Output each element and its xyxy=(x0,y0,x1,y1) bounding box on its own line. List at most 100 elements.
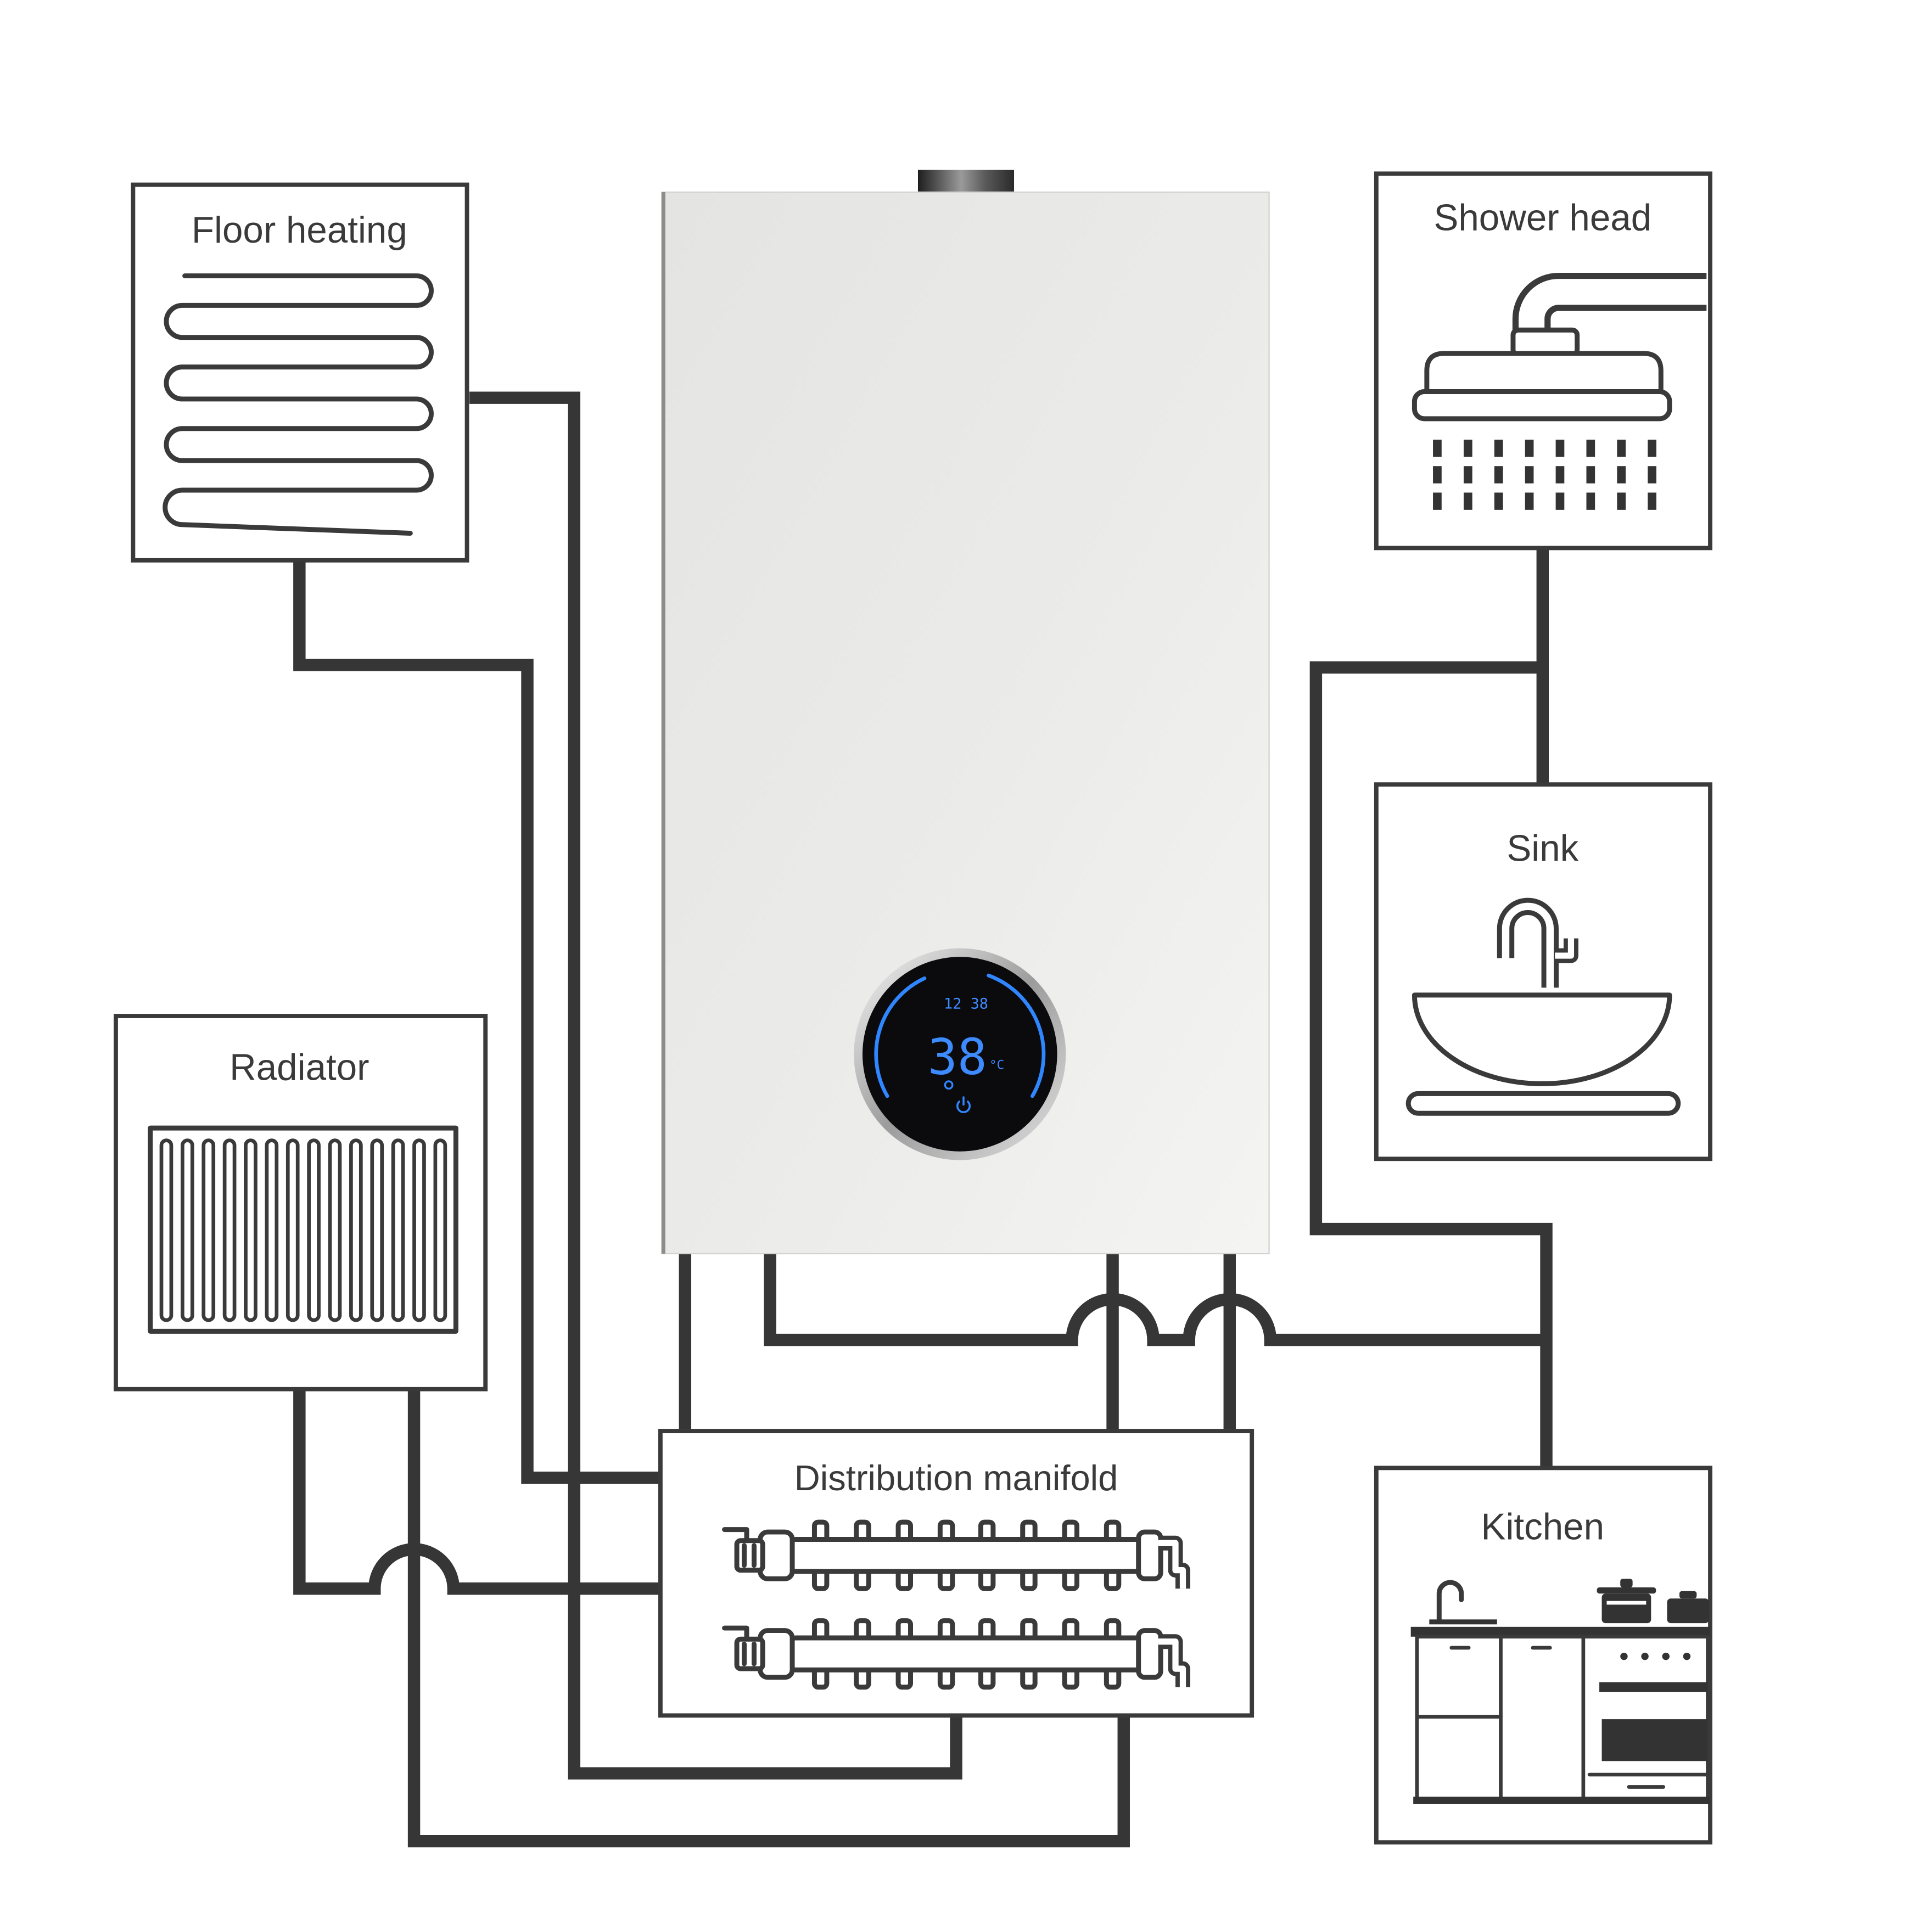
display-arc-left xyxy=(874,976,927,1098)
radiator-fin xyxy=(412,1138,426,1322)
kitchen-plinth xyxy=(1413,1797,1711,1804)
radiator-icon xyxy=(148,1125,458,1334)
sink-node: Sink xyxy=(1374,782,1712,1161)
shower-node: Shower head xyxy=(1374,171,1712,551)
radiator-label: Radiator xyxy=(229,1047,369,1088)
manifold-left-valve xyxy=(734,1636,765,1671)
underfloor-coil-icon xyxy=(163,273,434,536)
manifold-drain-elbow-inner xyxy=(1158,1540,1186,1589)
manifold-tube xyxy=(786,1635,1146,1672)
water-drop xyxy=(1555,439,1565,457)
shower-faceplate xyxy=(1412,389,1672,422)
water-drop xyxy=(1494,492,1503,510)
faucet-spout-inner xyxy=(1502,902,1554,990)
kitchen-box xyxy=(1374,1466,1712,1845)
water-drop xyxy=(1525,439,1534,457)
water-drop xyxy=(1463,466,1472,484)
manifold-bar-bottom xyxy=(722,1618,1190,1690)
floor-heating-box xyxy=(131,182,469,563)
kitchen-node: Kitchen xyxy=(1374,1466,1712,1845)
pipe-boiler-hot-water xyxy=(764,1254,1547,1346)
manifold-valve-lever xyxy=(722,1625,757,1666)
water-drop xyxy=(1433,439,1442,457)
water-drop xyxy=(1433,466,1442,484)
radiator-fin xyxy=(433,1138,447,1322)
pipe-radiator-supply xyxy=(407,1389,1130,1848)
oven-handle xyxy=(1599,1682,1708,1692)
water-drop xyxy=(1617,466,1626,484)
display-unit: °C xyxy=(989,1058,1004,1072)
boiler-edge-shadow xyxy=(662,192,665,1254)
kitchen-label: Kitchen xyxy=(1481,1507,1605,1548)
manifold-tube xyxy=(786,1537,1146,1574)
kitchen-faucet xyxy=(1436,1580,1464,1624)
radiator-fin xyxy=(328,1138,342,1322)
saucepan-icon xyxy=(1667,1591,1709,1624)
manifold-right-union xyxy=(1136,1529,1163,1581)
water-drop xyxy=(1433,492,1442,510)
pipe-network xyxy=(293,391,1553,1848)
water-drop xyxy=(1648,492,1656,510)
water-drop xyxy=(1463,439,1472,457)
shower-pipe-inner xyxy=(1519,279,1708,340)
floor-heating-node: Floor heating xyxy=(131,182,469,563)
radiator-fin xyxy=(391,1138,405,1322)
kitchen-icon xyxy=(1410,1579,1711,1804)
manifold-left-valve xyxy=(734,1538,765,1573)
display-arc-right xyxy=(987,973,1046,1098)
sink-basin xyxy=(1412,992,1672,1086)
manifold-icon xyxy=(722,1519,1190,1690)
manifold-drain-elbow-inner xyxy=(1158,1638,1186,1687)
water-drop xyxy=(1617,492,1626,510)
water-drop xyxy=(1648,466,1656,484)
manifold-node: Distribution manifold xyxy=(658,1429,1255,1718)
wall-boiler-icon: 12 38 38 °C xyxy=(661,170,1270,1255)
radiator-fin xyxy=(285,1138,300,1322)
radiator-fin xyxy=(222,1138,237,1322)
pipe-radiator-return xyxy=(293,1389,660,1595)
radiator-fin xyxy=(370,1138,384,1322)
water-drop xyxy=(1525,492,1534,510)
pipe-domestic-loop xyxy=(1309,661,1553,1468)
radiator-fin xyxy=(181,1138,194,1322)
water-drop xyxy=(1463,492,1472,510)
manifold-bar-top xyxy=(722,1519,1190,1591)
pipe-floor-heating-return xyxy=(293,560,660,1484)
water-drop xyxy=(1555,466,1565,484)
water-drop xyxy=(1494,439,1503,457)
power-icon xyxy=(956,1096,971,1113)
radiator-fin xyxy=(201,1138,216,1322)
radiator-fin xyxy=(159,1138,173,1322)
cooking-pot-icon xyxy=(1597,1579,1656,1624)
shower-label: Shower head xyxy=(1433,198,1651,239)
mode-indicator-icon xyxy=(944,1080,954,1090)
boiler-display: 12 38 38 °C xyxy=(854,948,1066,1160)
water-drop xyxy=(1586,439,1595,457)
oven-window xyxy=(1601,1719,1708,1761)
sink-faucet-icon xyxy=(1405,897,1681,1116)
water-drop xyxy=(1555,492,1565,510)
kitchen-countertop xyxy=(1410,1626,1711,1637)
shower-dome xyxy=(1424,351,1664,394)
display-time: 12 38 xyxy=(944,996,988,1013)
water-drop xyxy=(1648,439,1656,457)
manifold-label: Distribution manifold xyxy=(794,1458,1118,1498)
sink-counter xyxy=(1405,1091,1681,1116)
radiator-fin xyxy=(307,1138,321,1322)
radiator-node: Radiator xyxy=(114,1014,488,1391)
sink-label: Sink xyxy=(1507,828,1578,869)
pipe-floor-heating-supply xyxy=(469,391,962,1780)
shower-water-drops xyxy=(1433,439,1656,510)
water-drop xyxy=(1525,466,1534,484)
kitchen-sink xyxy=(1429,1619,1497,1625)
water-drop xyxy=(1617,439,1626,457)
water-drop xyxy=(1586,492,1595,510)
boiler-flue xyxy=(917,170,1015,195)
faucet-handle-inner xyxy=(1555,936,1575,959)
shower-head-icon xyxy=(1412,272,1708,510)
manifold-valve-lever xyxy=(722,1527,757,1568)
display-temperature: 38 xyxy=(928,1029,987,1086)
radiator-fin xyxy=(265,1138,279,1322)
water-drop xyxy=(1586,466,1595,484)
